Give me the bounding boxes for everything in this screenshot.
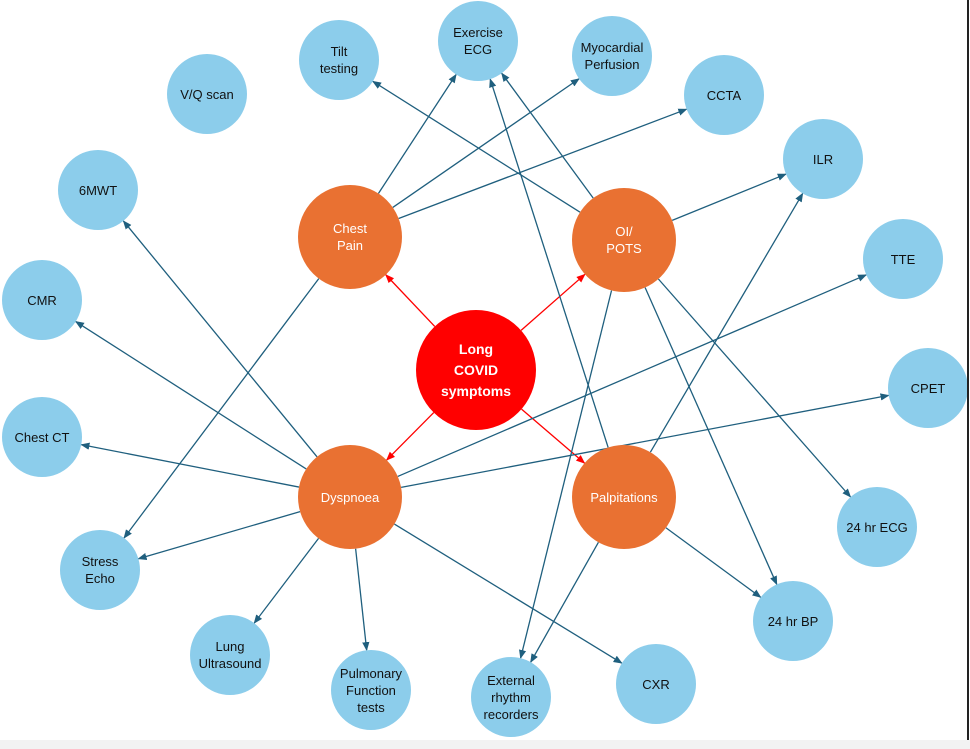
node-cmr [2,260,82,340]
arrow-palpitations-to-ext_rec [530,541,599,663]
node-vq [167,54,247,134]
arrow-root-to-chest_pain [385,274,436,327]
node-tte [863,219,943,299]
node-ext-rec [471,657,551,737]
arrow-palpitations-to-ilr [649,192,804,453]
arrow-dyspnoea-to-stress_echo [137,510,301,560]
arrow-dyspnoea-to-lung_us [253,538,320,624]
arrow-dyspnoea-to-cpet [400,393,890,489]
arrow-oi_pots-to-ecg24 [657,278,852,498]
node-tilt [299,20,379,100]
node-ilr [783,119,863,199]
arrow-root-to-dyspnoea [385,412,435,461]
node-lung-us [190,615,270,695]
node-ex-ecg [438,1,518,81]
arrow-chest_pain-to-myo [392,78,580,208]
node-stress-echo [60,530,140,610]
node-bp24 [753,581,833,661]
node-cpet [888,348,968,428]
node-chest-pain [298,185,402,289]
bottom-band [0,740,970,749]
arrow-chest_pain-to-stress_echo [123,278,320,539]
arrow-dyspnoea-to-mwt [122,220,318,458]
node-ccta [684,55,764,135]
arrow-dyspnoea-to-chest_ct [80,442,300,488]
arrow-palpitations-to-ex_ecg [489,78,609,448]
arrow-oi_pots-to-tilt [372,80,581,213]
node-palpitations [572,445,676,549]
node-chest-ct [2,397,82,477]
arrow-root-to-oi_pots [520,273,586,331]
arrow-dyspnoea-to-tte [397,274,868,478]
arrow-dyspnoea-to-pft [354,548,370,652]
arrow-chest_pain-to-ccta [398,108,688,220]
arrow-dyspnoea-to-cmr [74,321,307,470]
node-dyspnoea [298,445,402,549]
node-ecg24 [837,487,917,567]
node-oi-pots [572,188,676,292]
node-mwt [58,150,138,230]
node-pft [331,650,411,730]
arrow-oi_pots-to-ilr [671,173,787,221]
arrow-oi_pots-to-bp24 [644,287,778,586]
arrow-oi_pots-to-ex_ecg [501,72,594,199]
arrow-dyspnoea-to-cxr [394,523,623,664]
arrow-chest_pain-to-ex_ecg [377,73,457,194]
node-myo [572,16,652,96]
arrow-palpitations-to-bp24 [665,527,762,598]
arrow-oi_pots-to-ext_rec [519,290,613,660]
node-root [416,310,536,430]
node-cxr [616,644,696,724]
